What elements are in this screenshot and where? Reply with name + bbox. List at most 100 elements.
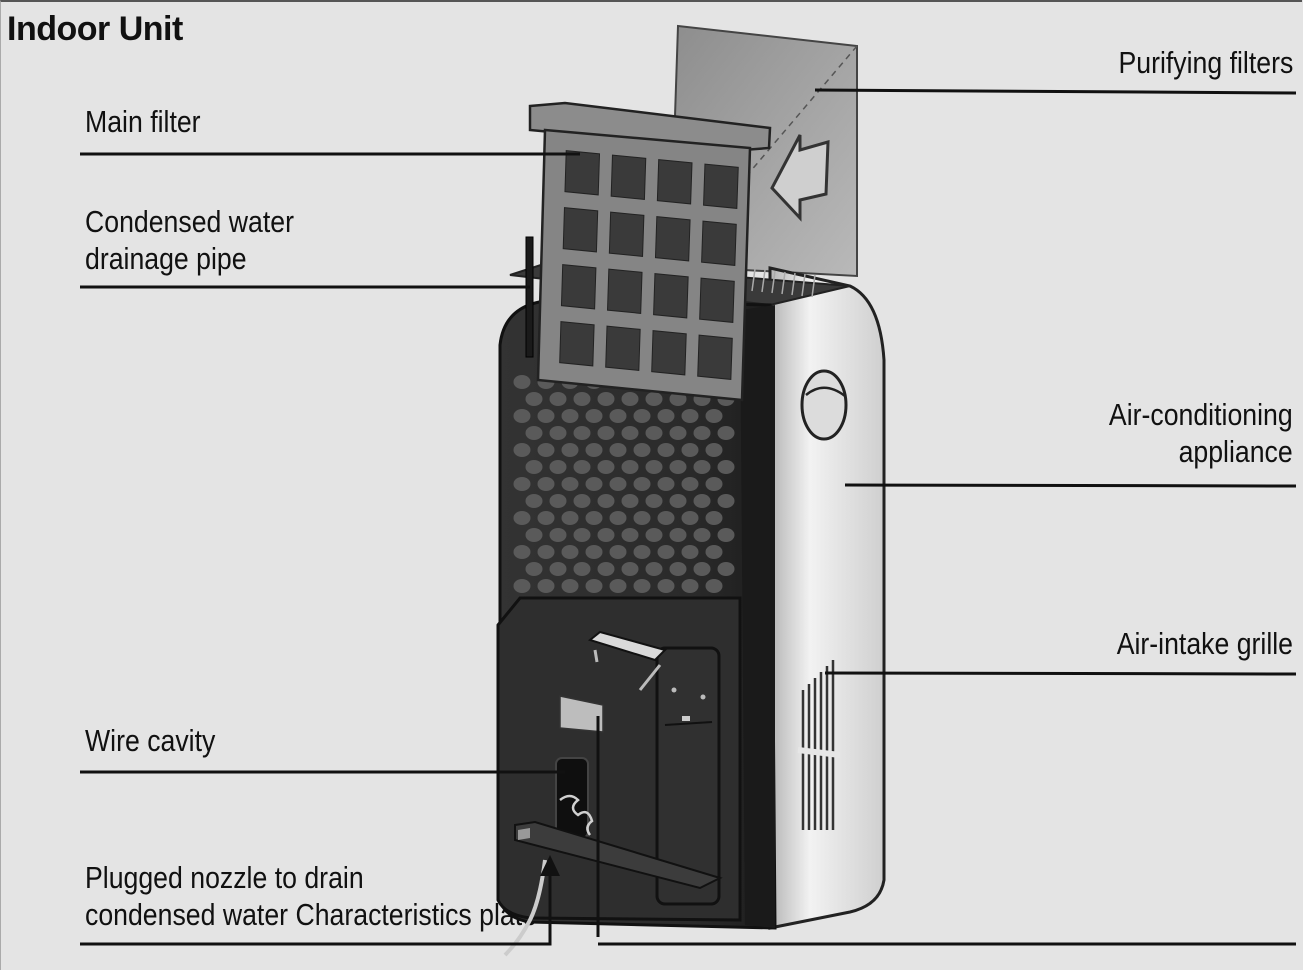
- grille-hole: [549, 528, 567, 542]
- grille-hole: [681, 545, 699, 559]
- grille-hole: [513, 409, 531, 423]
- grille-hole: [513, 375, 531, 389]
- grille-hole: [609, 409, 627, 423]
- grille-hole: [681, 579, 699, 593]
- grille-hole: [549, 494, 567, 508]
- grille-hole: [621, 426, 639, 440]
- grille-hole: [657, 409, 675, 423]
- grille-hole: [597, 494, 615, 508]
- grille-hole: [693, 562, 711, 576]
- grille-hole: [585, 545, 603, 559]
- label-plugged-nozzle-line2: condensed water Characteristics plate: [85, 897, 537, 932]
- grille-hole: [561, 545, 579, 559]
- grille-hole: [633, 545, 651, 559]
- grille-hole: [585, 409, 603, 423]
- appliance-side-panel: [768, 266, 886, 930]
- grille-hole: [585, 443, 603, 457]
- grille-hole: [669, 494, 687, 508]
- filter-cell: [656, 159, 693, 205]
- grille-hole: [585, 511, 603, 525]
- filter-cell: [605, 325, 641, 371]
- grille-hole: [573, 392, 591, 406]
- grille-hole: [609, 545, 627, 559]
- label-plugged-nozzle-line1: Plugged nozzle to drain: [85, 860, 364, 895]
- leader-lines: [80, 88, 1297, 946]
- filter-cell: [608, 211, 645, 257]
- grille-hole: [669, 426, 687, 440]
- grille-hole: [561, 409, 579, 423]
- grille-hole: [573, 460, 591, 474]
- filter-cell: [699, 277, 735, 323]
- main-filter: [528, 101, 772, 402]
- lower-control-panel: [496, 596, 742, 957]
- front-honeycomb-grille: [513, 375, 735, 593]
- grille-hole: [561, 511, 579, 525]
- filter-cell: [703, 163, 739, 209]
- grille-hole: [717, 494, 735, 508]
- grille-hole: [525, 460, 543, 474]
- grille-hole: [693, 460, 711, 474]
- grille-hole: [573, 528, 591, 542]
- grille-hole: [633, 443, 651, 457]
- grille-hole: [669, 528, 687, 542]
- grille-hole: [561, 579, 579, 593]
- arrow-up-icon: [540, 855, 560, 876]
- grille-hole: [609, 477, 627, 491]
- grille-hole: [537, 409, 555, 423]
- grille-hole: [717, 426, 735, 440]
- grille-hole: [537, 477, 555, 491]
- grille-hole: [573, 494, 591, 508]
- filter-cell: [559, 321, 595, 367]
- filter-cell: [654, 216, 691, 262]
- grille-hole: [693, 528, 711, 542]
- grille-hole: [597, 426, 615, 440]
- grille-hole: [513, 443, 531, 457]
- filter-cell: [610, 154, 647, 200]
- label-condensed-pipe-line2: drainage pipe: [85, 241, 247, 276]
- grille-hole: [645, 528, 663, 542]
- grille-hole: [537, 579, 555, 593]
- diagram-title: Indoor Unit: [7, 10, 183, 48]
- grille-hole: [513, 511, 531, 525]
- grille-hole: [537, 545, 555, 559]
- label-wire-cavity: Wire cavity: [85, 723, 216, 758]
- grille-hole: [585, 579, 603, 593]
- grille-hole: [705, 579, 723, 593]
- label-air-intake-grille: Air-intake grille: [1116, 626, 1293, 661]
- grille-hole: [549, 460, 567, 474]
- grille-hole: [717, 562, 735, 576]
- leader-ac-appliance: [844, 483, 1297, 488]
- grille-hole: [573, 562, 591, 576]
- grille-hole: [657, 477, 675, 491]
- arrow-icon: [770, 134, 830, 222]
- filter-cell: [653, 273, 689, 319]
- grille-hole: [669, 562, 687, 576]
- label-purifying-filters: Purifying filters: [1118, 45, 1293, 80]
- filter-cell: [562, 207, 599, 253]
- leader-air-intake-grille: [824, 671, 1297, 676]
- grille-hole: [705, 511, 723, 525]
- grille-hole: [717, 528, 735, 542]
- grille-hole: [561, 443, 579, 457]
- grille-hole: [621, 562, 639, 576]
- filter-cell: [607, 268, 643, 314]
- grille-hole: [525, 494, 543, 508]
- grille-hole: [621, 528, 639, 542]
- filter-cell: [701, 220, 737, 266]
- grille-hole: [669, 392, 687, 406]
- grille-hole: [645, 460, 663, 474]
- grille-hole: [549, 392, 567, 406]
- label-condensed-pipe-line1: Condensed water: [85, 204, 294, 239]
- grille-hole: [705, 443, 723, 457]
- grille-hole: [597, 528, 615, 542]
- grille-hole: [609, 443, 627, 457]
- grille-hole: [621, 460, 639, 474]
- grille-hole: [513, 545, 531, 559]
- grille-hole: [633, 409, 651, 423]
- grille-hole: [681, 409, 699, 423]
- grille-hole: [597, 460, 615, 474]
- grille-hole: [633, 477, 651, 491]
- grille-hole: [525, 562, 543, 576]
